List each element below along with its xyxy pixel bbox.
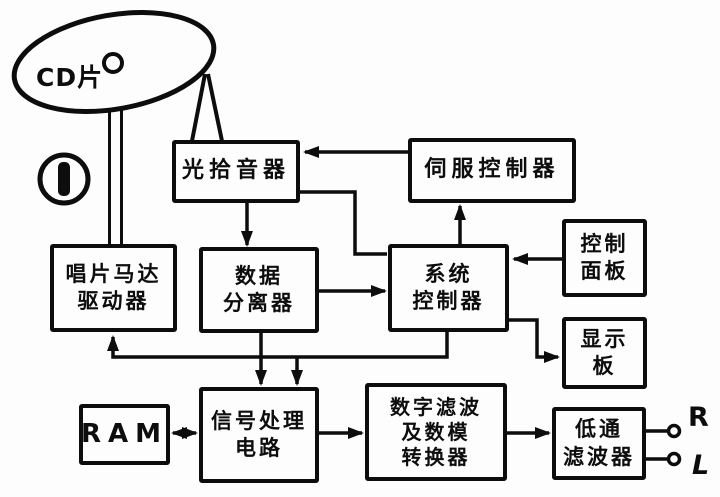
node-system-controller: 系统 控制器 — [388, 244, 509, 332]
node-digital-filter-dac: 数字滤波 及数模 转换器 — [365, 383, 507, 481]
output-r-terminal-icon — [666, 423, 682, 439]
edge-system-controller-to-display-board — [509, 318, 560, 363]
node-signal-processing-circuit: 信号处理 电路 — [199, 387, 319, 483]
node-label-line1: 控制 — [580, 231, 629, 256]
node-label: 光拾音器 — [181, 158, 290, 184]
node-label-line2: 滤波器 — [563, 444, 635, 469]
node-control-panel: 控制 面板 — [562, 219, 647, 297]
cd-disc-label: CD片 — [36, 63, 104, 92]
edge-pickup-to-system-controller — [300, 190, 387, 256]
node-disc-motor-driver: 唱片马达 驱动器 — [50, 244, 177, 332]
node-label-line1: 信号处理 — [211, 408, 307, 433]
node-label-line3: 转换器 — [401, 444, 471, 469]
node-servo-controller: 伺服控制器 — [408, 138, 576, 203]
output-l-terminal-icon — [666, 451, 682, 467]
node-ram: RAM — [79, 404, 170, 465]
output-right-label: R — [688, 402, 709, 433]
laser-beam — [190, 73, 224, 142]
node-label-line2: 面板 — [580, 259, 629, 283]
node-label-line1: 数据 — [235, 263, 283, 288]
output-left-label: L — [692, 450, 710, 481]
node-label: 伺服控制器 — [424, 157, 560, 183]
circled-one-icon — [37, 152, 91, 206]
node-label-line1: 唱片马达 — [65, 261, 162, 286]
node-label-line2: 电路 — [235, 436, 283, 460]
cd-hole-icon — [102, 52, 124, 74]
node-label-line2: 分离器 — [223, 291, 295, 315]
node-data-separator: 数据 分离器 — [199, 247, 319, 333]
node-low-pass-filter: 低通 滤波器 — [552, 407, 646, 480]
node-label-line2: 驱动器 — [77, 289, 150, 313]
node-label-line1: 显示 — [580, 326, 629, 351]
node-label-line1: 低通 — [575, 417, 623, 442]
edge-system-controller-to-motor-driver — [107, 331, 449, 359]
spindle-shaft — [108, 95, 123, 245]
node-optical-pickup: 光拾音器 — [172, 140, 300, 203]
node-label-line2: 及数模 — [401, 419, 471, 444]
node-label-line1: 系统 — [424, 261, 473, 286]
node-label: RAM — [81, 418, 169, 449]
node-label-line1: 数字滤波 — [390, 394, 482, 419]
node-label-line2: 控制器 — [412, 289, 485, 313]
node-display-board: 显示 板 — [562, 317, 647, 389]
node-label-line2: 板 — [592, 354, 617, 378]
